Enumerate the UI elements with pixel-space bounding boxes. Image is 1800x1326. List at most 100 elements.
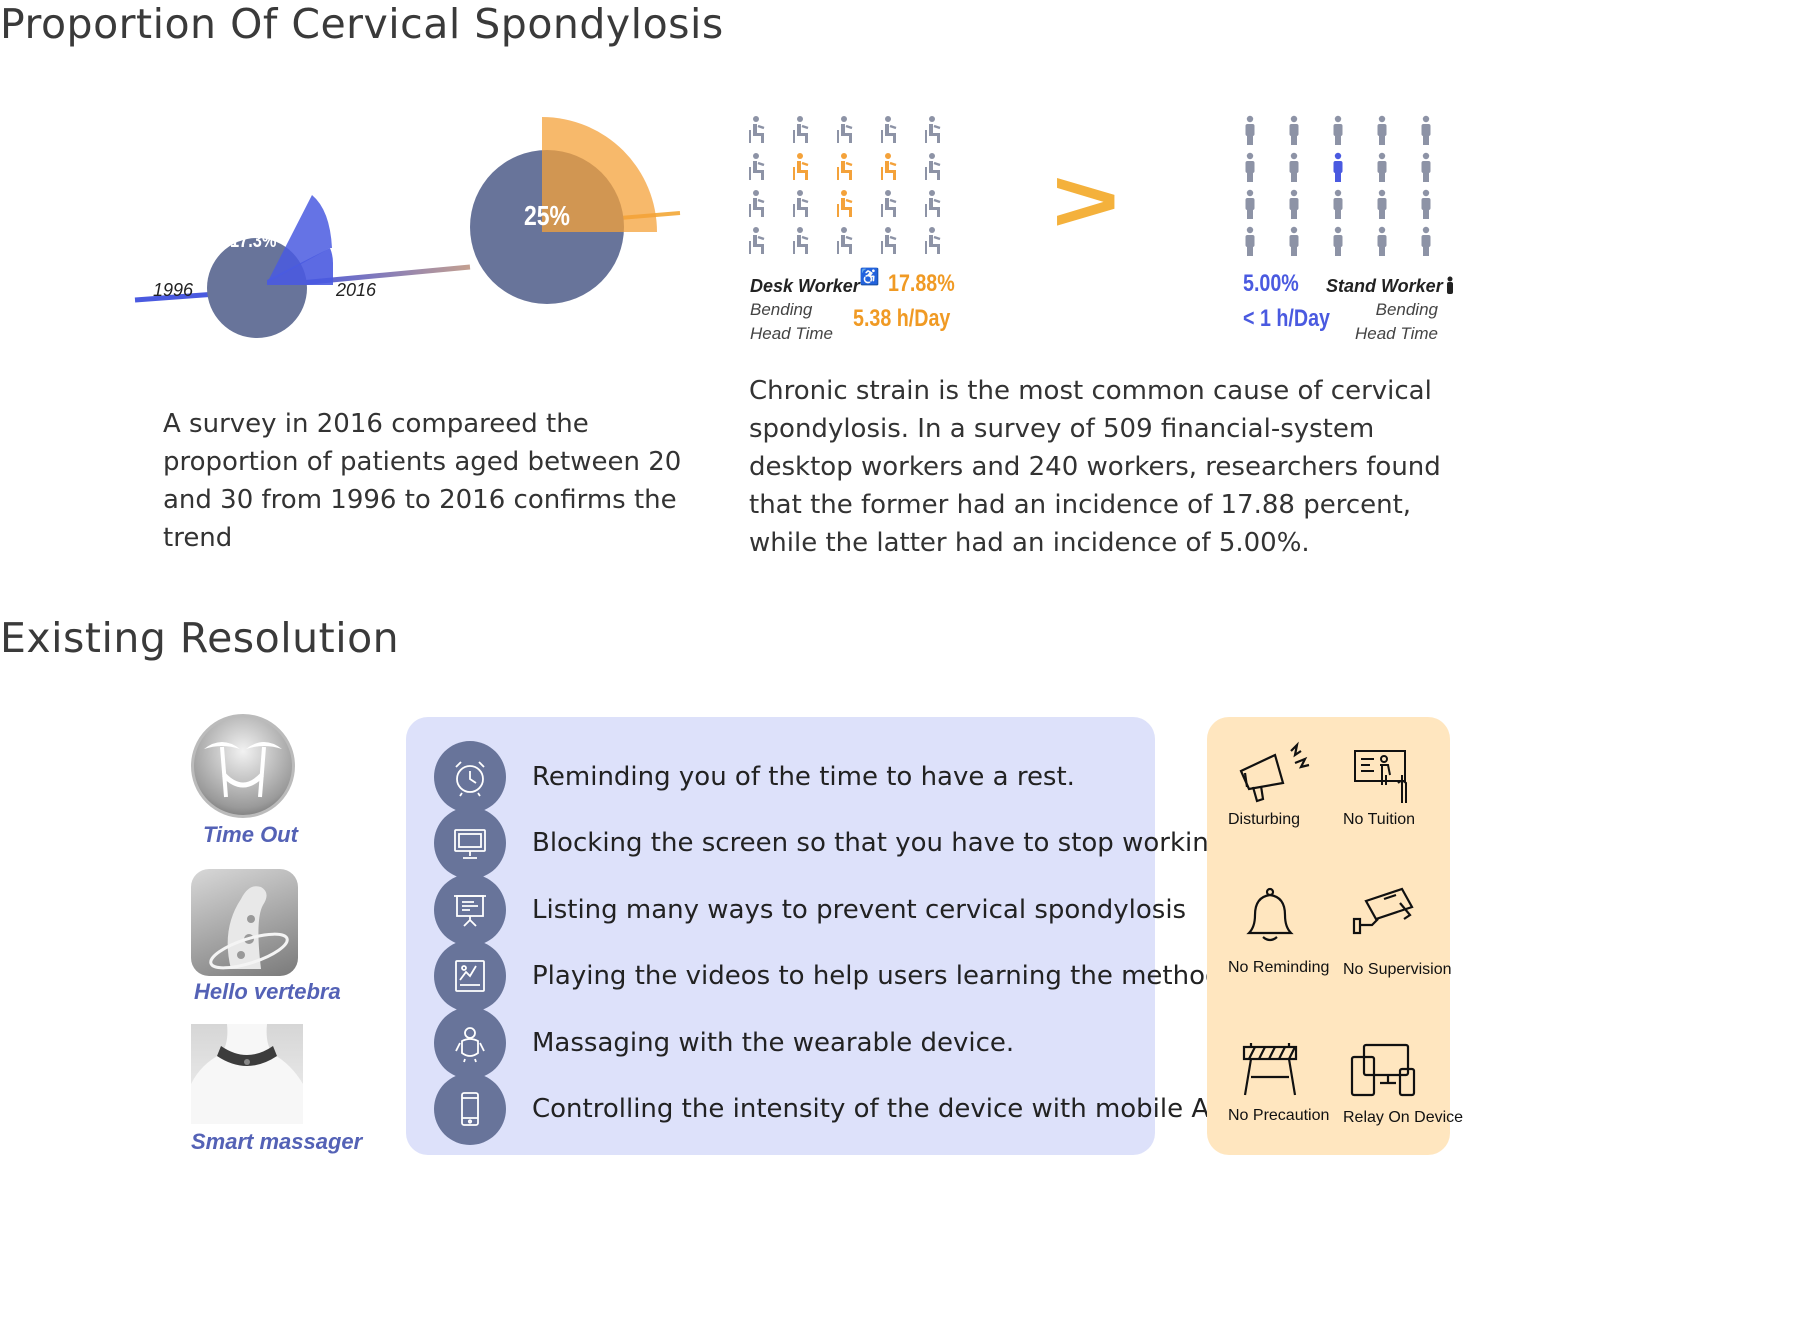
sitting-worker-figure xyxy=(925,116,941,143)
stand-hours: < 1 h/Day xyxy=(1243,305,1330,332)
stand-worker-label: Stand Worker xyxy=(1326,276,1455,297)
sitting-person-icon: ♿ xyxy=(859,269,880,286)
value-1996: 17.3% xyxy=(230,230,277,252)
presentation-board-icon xyxy=(434,874,506,946)
standing-worker-figure xyxy=(1377,189,1387,219)
app-name-hello-vertebra: Hello vertebra xyxy=(194,979,341,1004)
stand-worker-grid xyxy=(1245,115,1431,256)
value-2016: 25% xyxy=(524,200,570,231)
standing-worker-figure xyxy=(1333,189,1343,219)
section-title-existing-resolution: Existing Resolution xyxy=(0,614,400,662)
feature-row-mobile-app: Controlling the intensity of the device … xyxy=(434,1073,1250,1145)
comparison-caption: Chronic strain is the most common cause … xyxy=(749,376,1441,558)
bell-icon xyxy=(1246,887,1294,942)
section-title-proportion: Proportion Of Cervical Spondylosis xyxy=(0,0,724,48)
desk-hours: 5.38 h/Day xyxy=(853,305,951,332)
standing-worker-figure xyxy=(1333,115,1343,145)
sitting-worker-figure xyxy=(793,190,809,217)
massage-person-icon xyxy=(434,1007,506,1079)
drawback-label: Relay On Device xyxy=(1343,1109,1464,1126)
standing-worker-figure xyxy=(1377,226,1387,256)
alarm-clock-icon xyxy=(434,741,506,813)
standing-worker-figure xyxy=(1333,152,1343,182)
sitting-worker-figure xyxy=(793,116,809,143)
video-board-icon xyxy=(434,940,506,1012)
sitting-worker-figure xyxy=(881,190,897,217)
app-name-time-out: Time Out xyxy=(203,822,298,847)
drawback-label: No Supervision xyxy=(1343,961,1452,978)
sitting-worker-figure xyxy=(749,227,765,254)
standing-worker-figure xyxy=(1245,152,1255,182)
sitting-worker-figure xyxy=(881,116,897,143)
wedge-2016 xyxy=(542,117,657,232)
stand-bending-label: Bending Head Time xyxy=(1355,300,1438,343)
monitor-icon xyxy=(434,807,506,879)
sitting-worker-figure xyxy=(925,227,941,254)
standing-worker-figure xyxy=(1421,152,1431,182)
drawback-label: Disturbing xyxy=(1228,811,1301,828)
trend-graphic xyxy=(134,117,681,338)
sitting-worker-figure xyxy=(749,153,765,180)
desk-incidence: 17.88% xyxy=(888,270,955,297)
standing-worker-figure xyxy=(1289,115,1299,145)
year-start: 1996 xyxy=(153,280,194,300)
mobile-phone-icon xyxy=(434,1073,506,1145)
feature-row-prevention-list: Listing many ways to prevent cervical sp… xyxy=(434,874,1186,946)
sitting-worker-figure xyxy=(881,153,897,180)
standing-worker-figure xyxy=(1421,226,1431,256)
neck-massager-photo[interactable] xyxy=(191,1024,303,1124)
desk-bending-label: Bending Head Time xyxy=(750,300,833,343)
standing-worker-figure xyxy=(1289,226,1299,256)
greater-than-symbol: > xyxy=(1052,151,1120,250)
feature-row-massage: Massaging with the wearable device. xyxy=(434,1007,1014,1079)
year-end: 2016 xyxy=(336,280,377,300)
desk-worker-grid xyxy=(749,116,941,254)
drawback-label: No Reminding xyxy=(1228,959,1330,976)
standing-worker-figure xyxy=(1377,115,1387,145)
sitting-worker-figure xyxy=(837,153,853,180)
security-camera-icon xyxy=(1352,887,1414,935)
standing-worker-figure xyxy=(1421,189,1431,219)
feature-text: Playing the videos to help users learnin… xyxy=(532,961,1244,991)
teacher-board-icon xyxy=(1354,750,1407,803)
standing-worker-figure xyxy=(1245,226,1255,256)
sitting-worker-figure xyxy=(793,227,809,254)
standing-worker-figure xyxy=(1421,115,1431,145)
sitting-worker-figure xyxy=(837,116,853,143)
standing-person-icon xyxy=(1446,276,1453,294)
standing-worker-figure xyxy=(1245,115,1255,145)
standing-worker-figure xyxy=(1333,226,1343,256)
palm-hammock-icon[interactable] xyxy=(191,714,295,818)
feature-row-rest-reminder: Reminding you of the time to have a rest… xyxy=(434,741,1075,813)
sitting-worker-figure xyxy=(749,116,765,143)
sitting-worker-figure xyxy=(793,153,809,180)
sitting-worker-figure xyxy=(837,190,853,217)
standing-worker-figure xyxy=(1289,152,1299,182)
feature-text: Listing many ways to prevent cervical sp… xyxy=(532,895,1187,925)
drawback-label: No Tuition xyxy=(1343,811,1416,828)
sitting-worker-figure xyxy=(881,227,897,254)
feature-row-videos: Playing the videos to help users learnin… xyxy=(434,940,1243,1012)
feature-text: Massaging with the wearable device. xyxy=(532,1028,1015,1058)
feature-text: Controlling the intensity of the device … xyxy=(532,1094,1251,1124)
giraffe-icon[interactable] xyxy=(191,869,298,976)
wedge-1996 xyxy=(267,248,333,285)
wedge-1996-top xyxy=(267,195,332,283)
trend-caption: A survey in 2016 compareed the proportio… xyxy=(163,409,682,553)
sitting-worker-figure xyxy=(749,190,765,217)
standing-worker-figure xyxy=(1289,189,1299,219)
standing-worker-figure xyxy=(1245,189,1255,219)
barrier-icon xyxy=(1242,1043,1298,1096)
sitting-worker-figure xyxy=(837,227,853,254)
app-name-smart-massager: Smart massager xyxy=(191,1129,363,1154)
desk-worker-label: Desk Worker♿ xyxy=(750,269,880,296)
drawbacks-panel: Disturbing No Tuition No Reminding No Su… xyxy=(1207,717,1463,1155)
stand-incidence: 5.00% xyxy=(1243,270,1299,297)
features-panel: Reminding you of the time to have a rest… xyxy=(406,717,1250,1155)
devices-icon xyxy=(1350,1043,1416,1097)
megaphone-icon xyxy=(1239,741,1310,803)
sitting-worker-figure xyxy=(925,190,941,217)
standing-worker-figure xyxy=(1377,152,1387,182)
feature-row-block-screen: Blocking the screen so that you have to … xyxy=(434,807,1233,879)
feature-text: Blocking the screen so that you have to … xyxy=(532,828,1234,858)
